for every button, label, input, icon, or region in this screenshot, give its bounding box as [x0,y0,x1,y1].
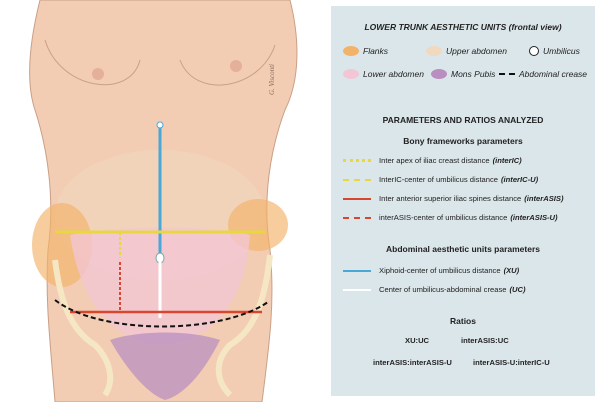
interic-swatch [343,159,371,162]
upper-abdomen-swatch [426,46,442,56]
umbilicus-swatch [529,46,539,56]
legend-label: Upper abdomen [446,46,507,56]
flanks-swatch [343,46,359,56]
legend-label: Mons Pubis [451,69,496,79]
param-text: Inter apex of iliac creast distance [379,156,490,165]
ratios-heading: Ratios [450,316,476,326]
torso-illustration: G. Visconti [29,0,298,402]
param-text: InterIC-center of umbilicus distance [379,175,499,184]
legend-label: Lower abdomen [363,69,424,79]
right-breast [179,44,276,86]
param-xu: Xiphoid-center of umbilicus distance (XU… [343,266,519,275]
param-abbr: (UC) [509,285,526,294]
interic-u-swatch [343,178,371,181]
abdominal-crease-swatch [499,73,515,75]
legend-label: Umbilicus [543,46,580,56]
param-abbr: (interIC-U) [501,175,539,184]
legend-item-lower-abdomen: Lower abdomen [343,69,424,79]
xiphoid-point [156,121,164,129]
ratio-xu-uc: XU:UC [405,336,430,345]
interasis-u-swatch [343,216,371,219]
left-nipple [92,68,104,80]
legend-item-mons-pubis: Mons Pubis [431,69,495,79]
interasis-swatch [343,197,371,200]
artist-signature: G. Visconti [268,64,276,95]
ratio-interasis-interasis-u: interASIS:interASIS-U [373,358,452,367]
legend-item-abdominal-crease: Abdominal crease [499,69,587,79]
bony-heading: Bony frameworks parameters [403,136,523,146]
legend-panel: LOWER TRUNK AESTHETIC UNITS (frontal vie… [331,6,595,396]
param-abbr: (interASIS-U) [510,213,558,222]
xu-swatch [343,269,371,272]
mons-pubis-swatch [431,69,447,79]
legend-label: Abdominal crease [519,69,588,79]
param-abbr: (XU) [503,266,520,275]
param-interasis: Inter anterior superior iliac spines dis… [343,194,564,203]
lower-abdomen-swatch [343,69,359,79]
param-text: Inter anterior superior iliac spines dis… [379,194,522,203]
right-nipple [230,60,242,72]
param-text: Xiphoid-center of umbilicus distance [379,266,501,275]
param-interic: Inter apex of iliac creast distance (int… [343,156,522,165]
umbilicus-marker [155,252,165,264]
param-text: interASIS-center of umbilicus distance [379,213,508,222]
param-interic-u: InterIC-center of umbilicus distance (in… [343,175,538,184]
ratio-interasis-uc: interASIS:UC [461,336,509,345]
abdominal-heading: Abdominal aesthetic units parameters [386,244,540,254]
legend-item-upper-abdomen: Upper abdomen [426,46,507,56]
mons-pubis-region [110,332,220,400]
legend-title: LOWER TRUNK AESTHETIC UNITS (frontal vie… [364,22,562,32]
param-abbr: (interASIS) [524,194,564,203]
uc-swatch [343,288,371,291]
right-iliac-bone [215,254,273,398]
ratio-interasis-u-interic-u: interASIS-U:interIC-U [473,358,550,367]
legend-item-flanks: Flanks [343,46,388,56]
param-abbr: (interIC) [492,156,522,165]
param-uc: Center of umbilicus-abdominal crease (UC… [343,285,526,294]
legend-item-umbilicus: Umbilicus [529,46,580,56]
left-breast [44,39,141,86]
legend-label: Flanks [363,46,389,56]
params-heading: PARAMETERS AND RATIOS ANALYZED [382,115,544,125]
param-text: Center of umbilicus-abdominal crease [379,285,507,294]
param-interasis-u: interASIS-center of umbilicus distance (… [343,213,558,222]
left-iliac-bone [52,259,114,397]
